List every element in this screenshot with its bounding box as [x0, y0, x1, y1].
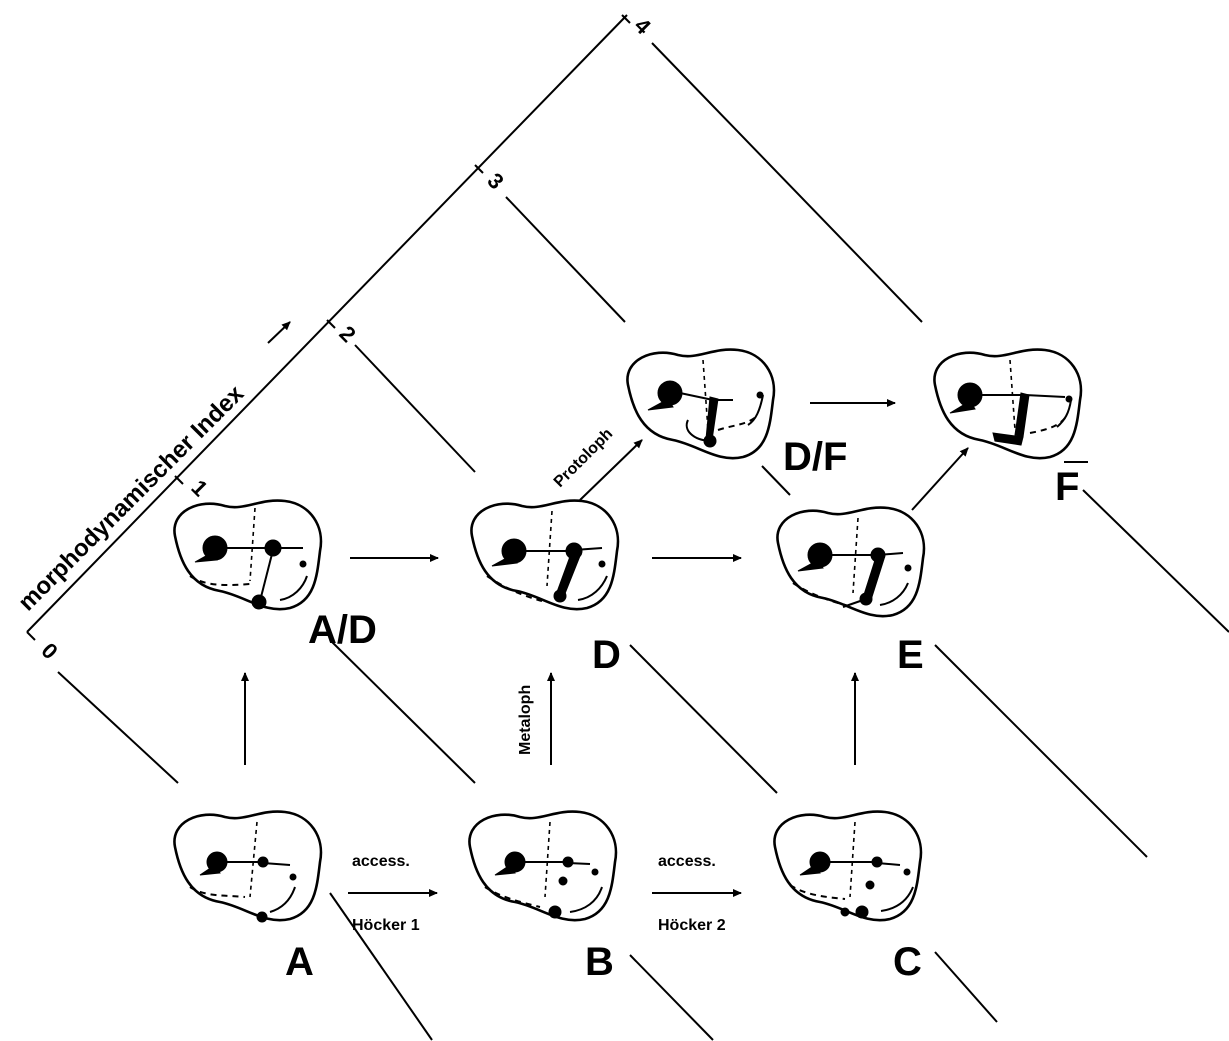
axis-tick-label-3: 3 [482, 168, 508, 194]
iso-line-2-b [629, 644, 778, 794]
node-label-F: F [1055, 465, 1079, 509]
tooth-B [468, 810, 618, 922]
tooth-F [933, 348, 1083, 460]
node-label-DF: D/F [783, 435, 847, 479]
axis-tick-1 [174, 475, 184, 485]
axis-tick-label-0: 0 [36, 638, 62, 664]
label-ab-bottom: Höcker 1 [352, 917, 420, 934]
arrow-D-to-DF [579, 439, 643, 501]
node-label-AD: A/D [308, 608, 377, 652]
node-label-E: E [897, 633, 924, 677]
node-label-C: C [893, 940, 922, 984]
arrow-E-to-F [911, 447, 969, 511]
axis-direction-arrow [267, 321, 291, 344]
index-iso-lines [57, 42, 1229, 1041]
iso-line-2-a [354, 344, 476, 473]
iso-line-3-d [934, 951, 998, 1023]
tooth-AD [173, 499, 323, 611]
label-protoloph: Protoloph [551, 425, 616, 490]
iso-line-4-a [651, 42, 923, 323]
label-ab-top: access. [352, 853, 410, 870]
iso-line-3-c [934, 644, 1148, 858]
tooth-C [773, 810, 923, 922]
tooth-DF [626, 348, 776, 460]
axis-tick-4 [621, 14, 631, 24]
tooth-D [470, 499, 620, 611]
axis-tick-label-1: 1 [186, 475, 212, 501]
iso-line-3-b [761, 465, 791, 496]
label-metaloph: Metaloph [517, 685, 534, 755]
axis-tick-label-2: 2 [334, 321, 360, 347]
axis-tick-3 [474, 164, 484, 174]
transition-arrows [241, 399, 969, 897]
node-label-B: B [585, 940, 614, 984]
tooth-E [776, 506, 926, 618]
axis-tick-2 [326, 319, 336, 329]
iso-line-1-b [329, 892, 433, 1041]
iso-line-3-a [505, 196, 626, 323]
node-label-A: A [285, 940, 314, 984]
axis-tick-label-4: 4 [629, 13, 656, 40]
tooth-A [173, 810, 323, 923]
iso-line-0 [57, 671, 179, 784]
iso-line-4-b [1082, 489, 1229, 633]
axis-tick-0 [26, 631, 36, 641]
axis-line [26, 14, 628, 633]
iso-line-2-c [629, 954, 714, 1041]
label-bc-bottom: Höcker 2 [658, 917, 726, 934]
label-bc-top: access. [658, 853, 716, 870]
node-label-D: D [592, 633, 621, 677]
iso-line-1-a [329, 639, 476, 784]
